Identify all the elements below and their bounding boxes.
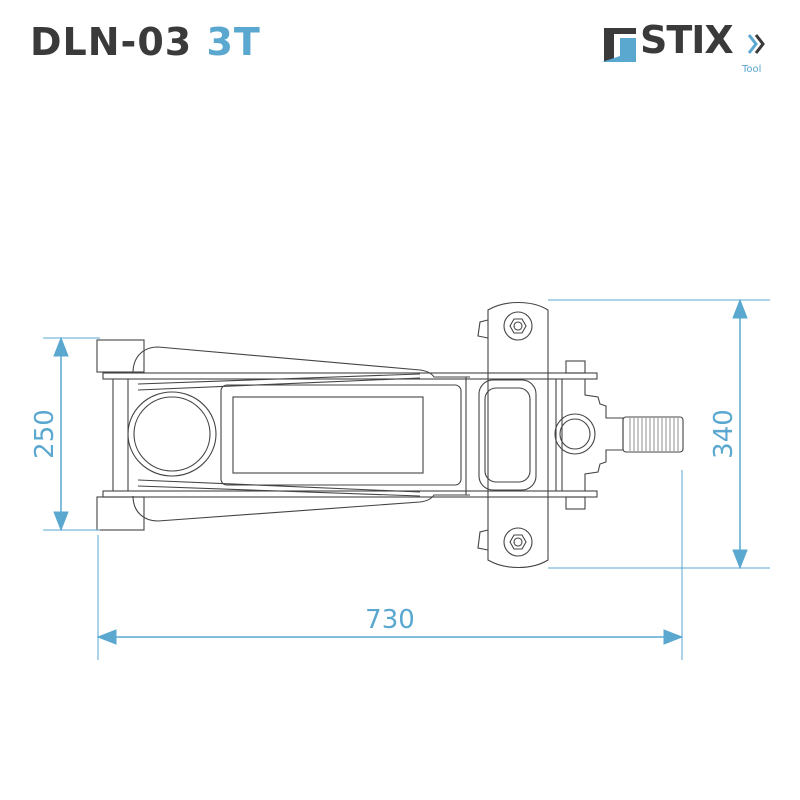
body-bottom — [132, 494, 470, 522]
bolt-bottom — [503, 527, 533, 557]
arrow-up-icon — [53, 336, 69, 357]
dim-front-width-label: 250 — [30, 409, 60, 459]
arrow-down-icon — [53, 511, 69, 532]
bolt-top — [503, 311, 533, 341]
logo-brand: STIX — [640, 18, 734, 62]
product-title: DLN-03 3T — [30, 20, 261, 64]
handle-socket — [622, 416, 684, 453]
capacity-label: 3T — [206, 20, 261, 64]
body-top — [132, 346, 470, 378]
lift-arm-window — [232, 396, 424, 474]
axle-bar-bottom — [102, 490, 598, 498]
reservoir — [127, 391, 217, 477]
dimension-lines — [43, 298, 770, 660]
model-name: DLN-03 — [30, 20, 193, 64]
rear-plate — [487, 302, 549, 568]
front-wheel-top — [96, 339, 145, 373]
front-wheel-bottom — [96, 496, 145, 531]
arrow-up-icon — [732, 298, 748, 319]
pump-housing — [584, 379, 624, 491]
chevron-right-icon — [747, 34, 765, 54]
brand-logo: STIX Tool — [600, 18, 770, 82]
pump-piston — [554, 413, 596, 455]
dim-rear-width-label: 340 — [709, 409, 739, 459]
arrow-left-icon — [96, 629, 117, 645]
axle-bar-top — [102, 372, 598, 380]
saddle-slot-outer — [478, 379, 537, 491]
logo-mark-icon — [602, 28, 636, 62]
lift-arm — [220, 384, 462, 486]
arrow-right-icon — [663, 629, 684, 645]
jack-outline — [96, 302, 684, 568]
arrow-down-icon — [732, 549, 748, 570]
logo-sub: Tool — [742, 64, 762, 75]
dim-length-label: 730 — [365, 605, 415, 635]
